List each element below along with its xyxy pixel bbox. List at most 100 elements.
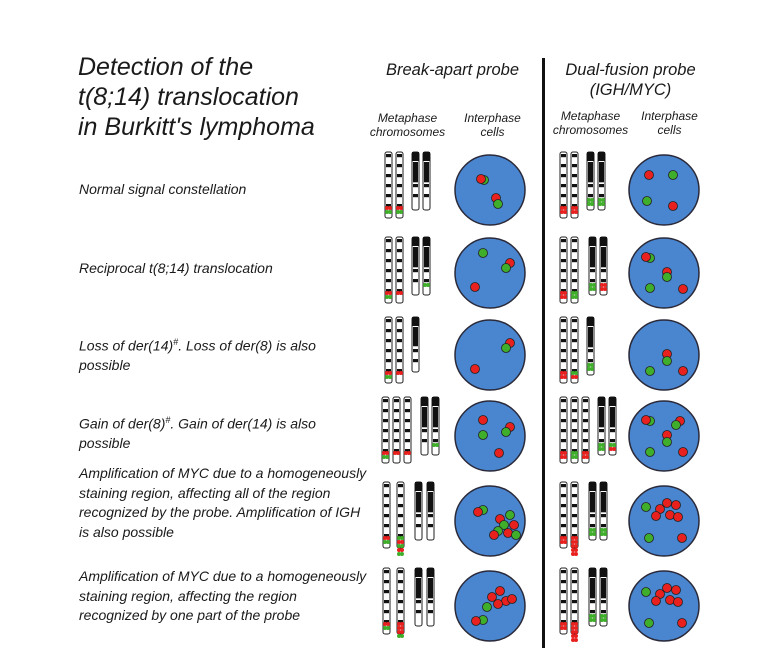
green-signal [501,343,511,353]
signal-dot [612,447,616,451]
signal-dot [388,210,392,214]
green-signal [644,618,654,628]
signal-dot [601,202,605,206]
red-signal [677,533,687,543]
signal-dot [560,626,564,630]
signal-dot [571,451,575,455]
signal-dot [382,451,386,455]
green-signal [641,587,651,597]
green-signal [671,420,681,430]
signal-dot [571,540,575,544]
red-signal [678,447,688,457]
red-signal [651,596,661,606]
red-signal [470,364,480,374]
signal-dot [585,451,589,455]
signal-dot [563,375,567,379]
signal-dot [560,451,564,455]
signal-dot [600,528,604,532]
interphase-cell [454,154,526,226]
break-apart-header: Break-apart probe [386,61,519,79]
signal-dot [603,287,607,291]
signal-dot [396,371,400,375]
signal-dot [603,528,607,532]
signal-dot [574,210,578,214]
signal-dot [386,626,390,630]
signal-dot [400,630,404,634]
red-signal [662,498,672,508]
signal-dot [400,548,404,552]
signal-dot [386,540,390,544]
signal-dot [400,626,404,630]
signal-dot [598,202,602,206]
interphase-cell [628,154,700,226]
signal-dot [592,532,596,536]
signal-dot [397,630,401,634]
red-signal [494,448,504,458]
signal-dot [574,375,578,379]
signal-dot [587,363,591,367]
signal-dot [587,198,591,202]
signal-dot [400,544,404,548]
signal-dot [598,443,602,447]
signal-dot [397,544,401,548]
signal-dot [598,447,602,451]
green-signal [478,248,488,258]
signal-dot [383,536,387,540]
signal-dot [382,455,386,459]
signal-dot [563,622,567,626]
signal-dot [574,622,578,626]
green-signal [478,430,488,440]
row-description-reciprocal: Reciprocal t(8;14) translocation [79,260,273,276]
signal-dot [397,622,401,626]
signal-dot [404,451,408,455]
red-signal [509,520,519,530]
red-signal [651,511,661,521]
signal-dot [582,451,586,455]
red-signal [673,597,683,607]
red-signal [470,282,480,292]
signal-dot [386,622,390,626]
signal-dot [589,283,593,287]
signal-dot [426,283,430,287]
red-signal [495,586,505,596]
signal-dot [388,291,392,295]
signal-dot [560,206,564,210]
signal-dot [560,622,564,626]
signal-dot [423,283,427,287]
signal-dot [601,443,605,447]
signal-dot [609,443,613,447]
signal-dot [571,548,575,552]
signal-dot [385,451,389,455]
signal-dot [585,455,589,459]
red-signal [476,174,486,184]
signal-dot [385,291,389,295]
green-signal [645,366,655,376]
signal-dot [574,206,578,210]
signal-dot [385,455,389,459]
red-signal [471,616,481,626]
signal-dot [574,626,578,630]
signal-dot [571,634,575,638]
signal-dot [563,455,567,459]
signal-dot [560,295,564,299]
signal-dot [383,622,387,626]
signal-dot [399,210,403,214]
signal-dot [385,375,389,379]
red-signal [668,201,678,211]
signal-dot [563,210,567,214]
green-signal [505,510,515,520]
signal-dot [589,532,593,536]
signal-dot [571,455,575,459]
green-signal [645,283,655,293]
interphase-cell [454,319,526,391]
interphase-cell [454,485,526,557]
signal-dot [563,206,567,210]
signal-dot [383,626,387,630]
signal-dot [571,206,575,210]
signal-dot [603,532,607,536]
red-signal [503,528,513,538]
signal-dot [385,295,389,299]
signal-dot [563,371,567,375]
